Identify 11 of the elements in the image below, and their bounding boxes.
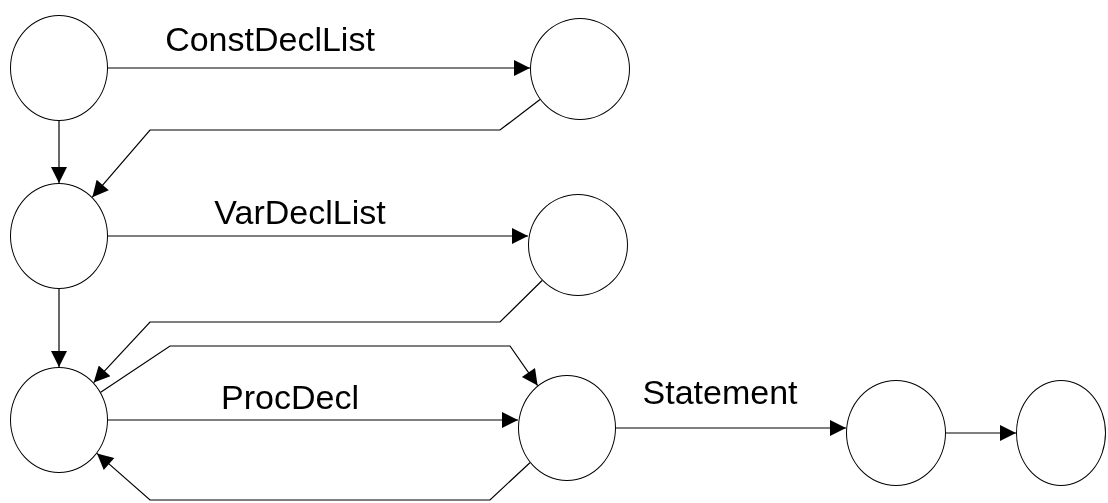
arrow bbox=[51, 288, 67, 368]
arrow bbox=[91, 98, 541, 198]
arrow bbox=[107, 60, 531, 76]
arrow bbox=[100, 345, 539, 393]
arrow bbox=[615, 420, 847, 436]
arrow bbox=[93, 279, 543, 384]
arrow bbox=[96, 452, 531, 501]
arrow bbox=[51, 120, 67, 184]
arrow bbox=[107, 228, 529, 244]
arrow bbox=[945, 425, 1017, 441]
arrow bbox=[107, 412, 519, 428]
